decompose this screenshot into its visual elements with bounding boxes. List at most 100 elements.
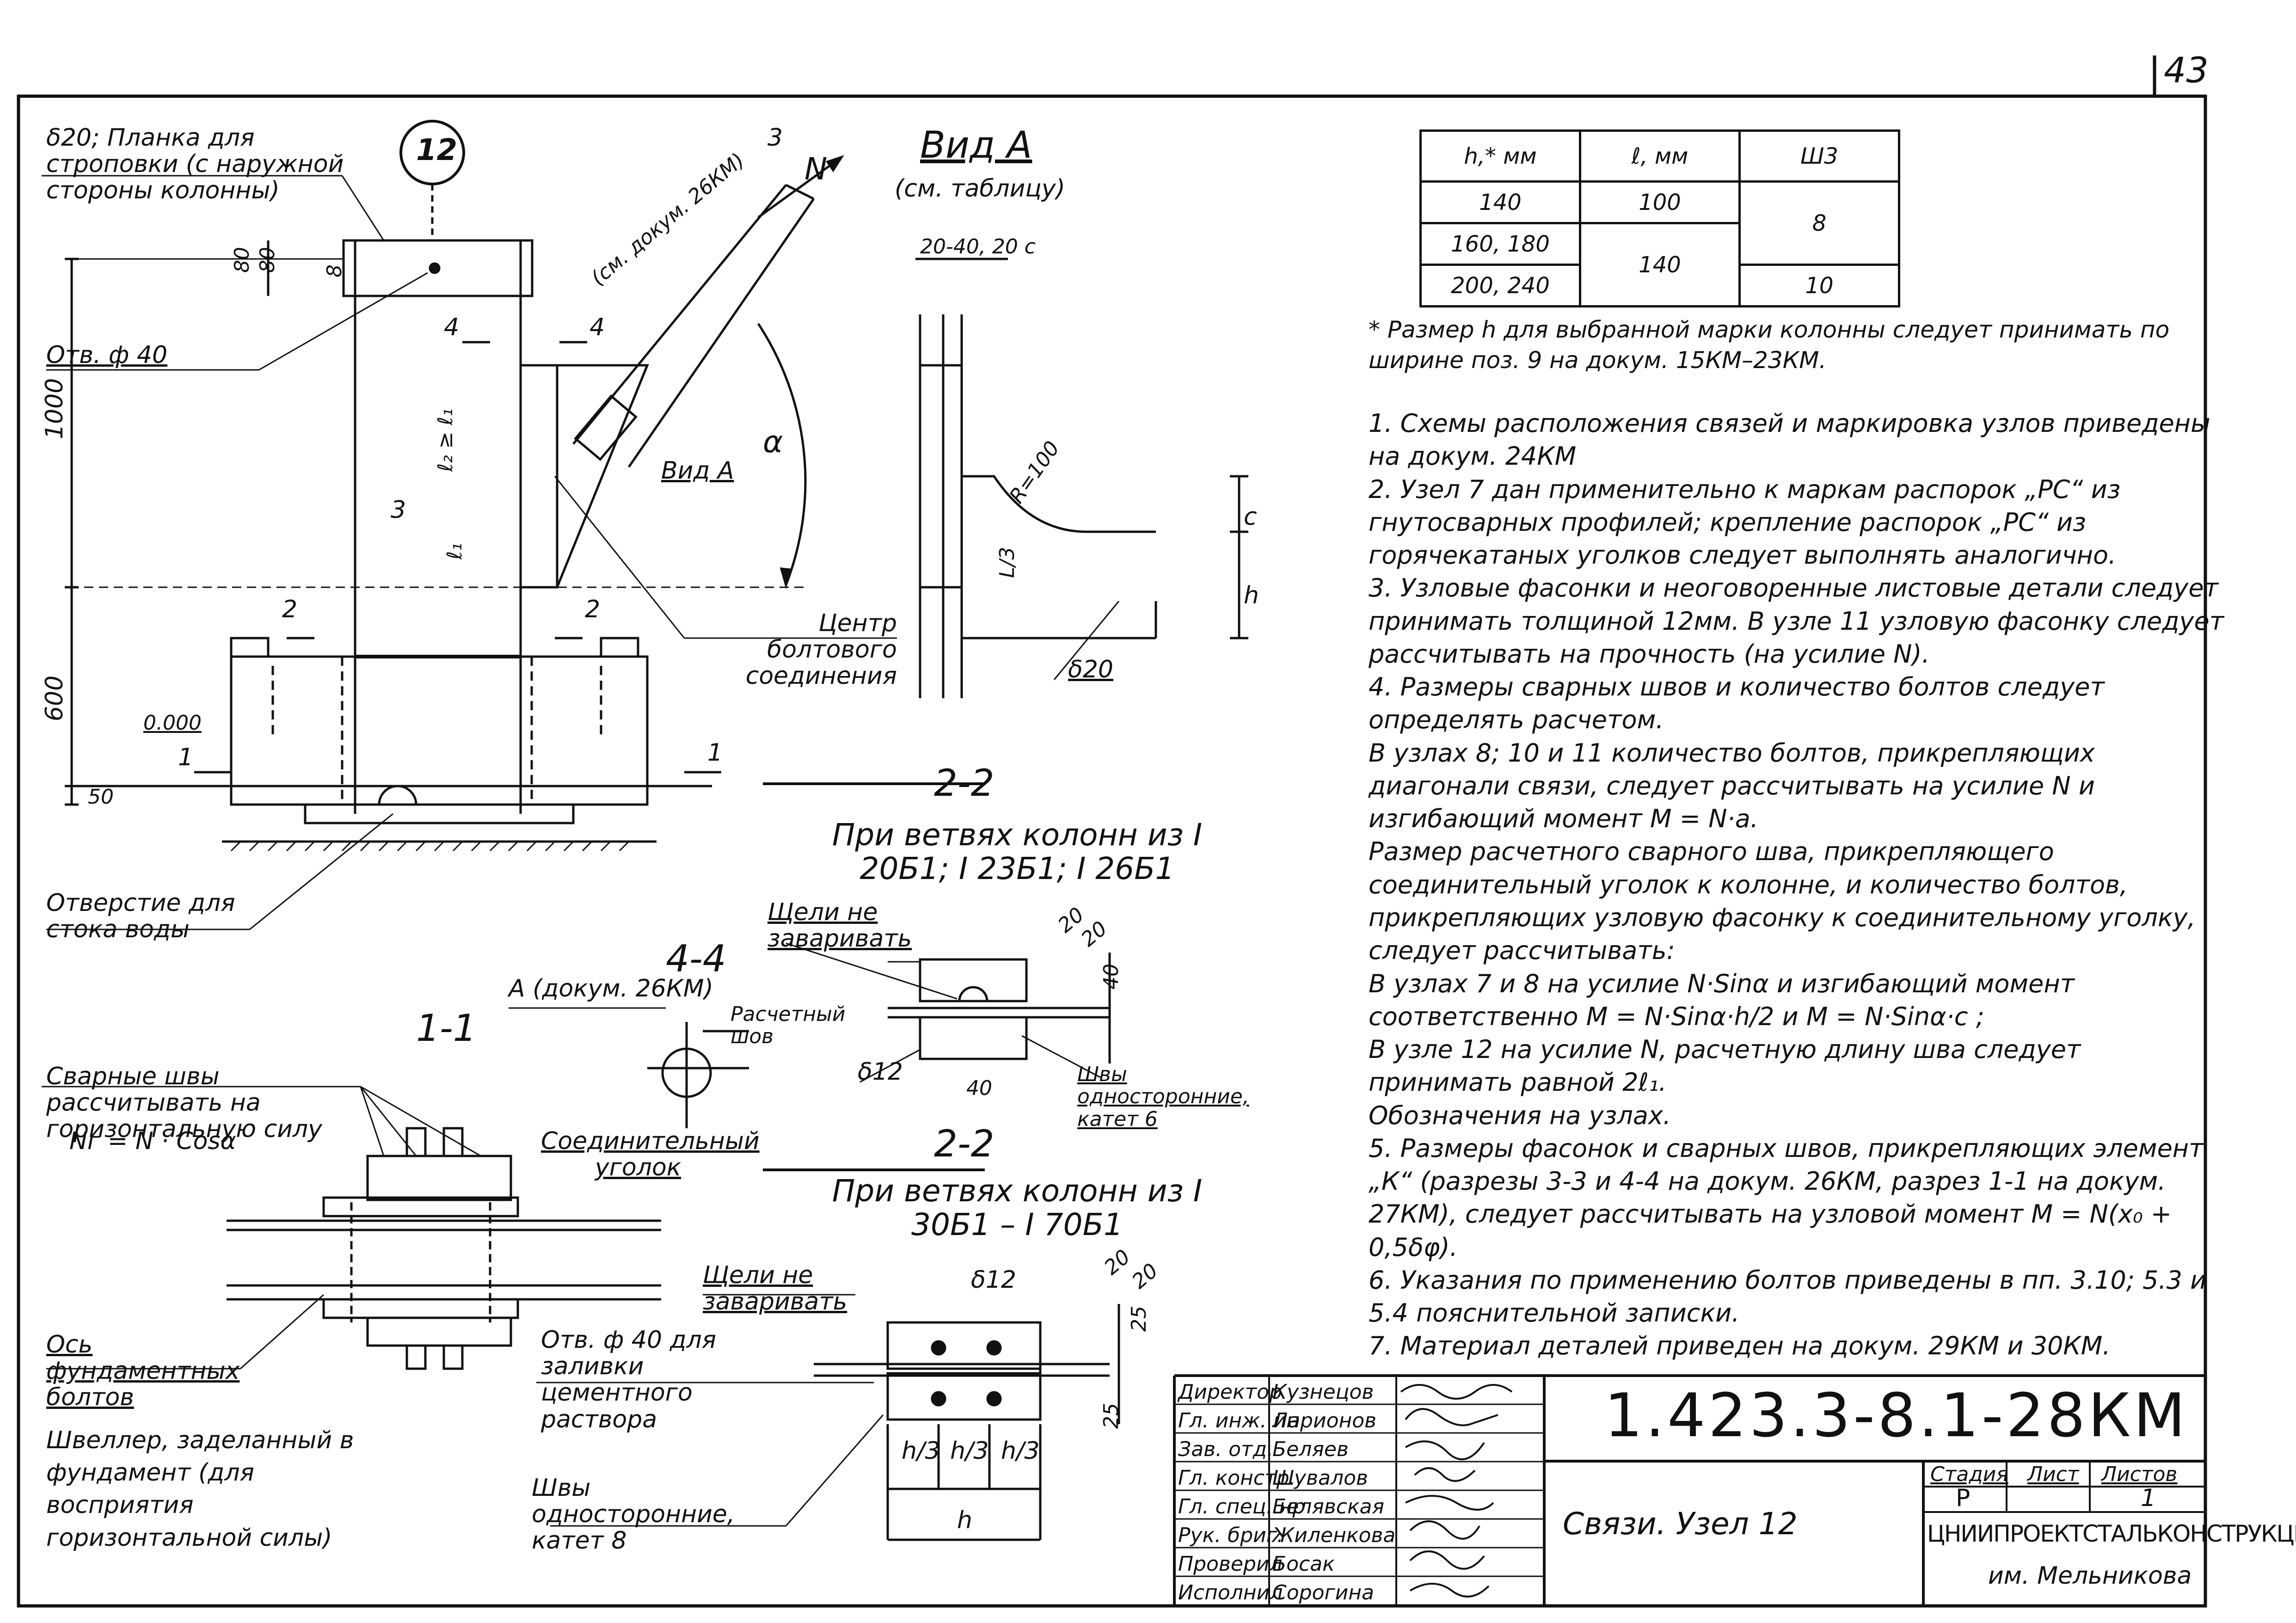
note-item: 6. Указания по применению болтов приведе… — [1369, 1265, 2207, 1328]
hole-label: Отв. ф 40 — [46, 341, 168, 369]
note-item: Размер расчетного сварного шва, прикрепл… — [1369, 837, 2196, 965]
dim-h3: h/3 — [1001, 1437, 1040, 1465]
organization-subtitle: им. Мельникова — [1988, 1562, 2192, 1590]
table-cell: 140 — [1419, 180, 1581, 224]
tb-name: Кузнецов — [1272, 1380, 1374, 1404]
section-4-4-weld: Расчетный шов — [731, 1002, 846, 1049]
bolt-center-label: Центр болтового соединения — [745, 609, 897, 690]
alpha-label: α — [763, 424, 783, 460]
section-4-right: 4 — [589, 314, 605, 341]
grout-hole-label: Отв. ф 40 для заливки цементного раствор… — [541, 1326, 717, 1433]
section-1-1-axis: Ось фундаментных болтов — [46, 1331, 240, 1412]
table-cell: 200, 240 — [1419, 264, 1581, 307]
page-number: 43 — [2164, 49, 2209, 91]
section-2-2-bottom-delta: δ12 — [971, 1266, 1016, 1294]
note-item: В узлах 8; 10 и 11 количество болтов, пр… — [1369, 738, 2095, 834]
tb-stage: Р — [1956, 1484, 1971, 1512]
note-item: Обозначения на узлах. — [1369, 1100, 1671, 1130]
view-a-dim-l3: L/3 — [995, 547, 1019, 578]
node-number: 12 — [416, 133, 458, 167]
tb-role: Проверил — [1178, 1552, 1283, 1576]
tb-role: Зав. отд. — [1178, 1438, 1274, 1461]
dim-50: 50 — [88, 785, 114, 809]
note-item: 1. Схемы расположения связей и маркировк… — [1369, 409, 2210, 471]
document-title: Связи. Узел 12 — [1563, 1506, 1798, 1542]
dim-40-bottom: 40 — [966, 1076, 992, 1100]
tb-role: Гл. констр. — [1178, 1466, 1296, 1490]
section-4-left: 4 — [444, 314, 460, 341]
section-2-2-top-caption: При ветвях колонн из I 20Б1; I 23Б1; I 2… — [832, 817, 1203, 886]
section-3-left: 3 — [391, 496, 406, 524]
dim-1000: 1000 — [41, 378, 68, 439]
table-cell: 8 — [1738, 180, 1900, 266]
table-header-sh3: Ш3 — [1738, 129, 1900, 183]
section-4-4-ref: А (докум. 26КМ) — [509, 975, 713, 1002]
tb-name: Жиленкова — [1272, 1524, 1396, 1547]
dim-40: 40 — [1099, 964, 1123, 990]
organization: ЦНИИПРОЕКТСТАЛЬКОНСТРУКЦИЯ — [1927, 1520, 2296, 1547]
section-2-2-bottom-title: 2-2 — [934, 1122, 995, 1165]
section-4-4-title: 4-4 — [666, 937, 726, 980]
section-2-2-top-welds: Швы односторонние, катет 6 — [1077, 1063, 1249, 1131]
level-mark: 0.000 — [143, 711, 202, 735]
section-1-1-channel: Швеллер, заделанный в фундамент (для вос… — [46, 1426, 354, 1552]
view-a-dim-c: c — [1244, 503, 1257, 531]
strap-label: δ20; Планка для строповки (с наружной ст… — [46, 124, 344, 205]
table-cell: 100 — [1579, 180, 1741, 224]
tb-name: Беляев — [1272, 1438, 1349, 1461]
note-item: 3. Узловые фасонки и неоговоренные листо… — [1369, 573, 2224, 669]
dim-80-a: 80 — [230, 247, 254, 273]
tb-name: Ларионов — [1272, 1409, 1377, 1432]
section-1-1-formula: Nг = N · Cosα — [69, 1127, 236, 1155]
section-2-2-bottom-slot: Щели не заваривать — [703, 1261, 847, 1316]
view-a-dim-top: 20-40, 20 c — [920, 235, 1036, 258]
view-a-subtitle: (см. таблицу) — [895, 175, 1065, 203]
dim-600: 600 — [41, 675, 68, 721]
section-2-2-top-delta: δ12 — [858, 1058, 903, 1086]
tb-name: Белявская — [1272, 1495, 1384, 1518]
view-a-ref: Вид А — [661, 457, 734, 485]
drain-hole-label: Отверстие для стока воды — [46, 889, 235, 944]
section-1-1-title: 1-1 — [416, 1007, 477, 1050]
tb-role: Директор — [1178, 1380, 1283, 1404]
dim-80-b: 80 — [256, 247, 279, 273]
force-n: N — [804, 151, 828, 187]
dim-8: 8 — [323, 264, 346, 277]
tb-sheets: 1 — [2141, 1484, 2156, 1512]
section-2-2-bottom-caption: При ветвях колонн из I 30Б1 – I 70Б1 — [832, 1173, 1203, 1242]
size-table: h,* мм ℓ, мм Ш3 140 100 8 160, 180 140 2… — [1419, 129, 1900, 307]
section-2-right: 2 — [585, 596, 601, 623]
note-item: В узле 12 на усилие N, расчетную длину ш… — [1369, 1035, 2081, 1097]
tb-name: Босак — [1272, 1552, 1335, 1576]
dim-25: 25 — [1127, 1306, 1151, 1332]
dim-h: h — [957, 1506, 972, 1534]
dim-h3: h/3 — [950, 1437, 989, 1465]
note-item: 7. Материал деталей приведен на докум. 2… — [1369, 1331, 2111, 1361]
view-a-dim-h: h — [1244, 582, 1259, 609]
table-cell: 10 — [1738, 264, 1900, 307]
table-cell: 140 — [1579, 222, 1741, 307]
view-a-delta: δ20 — [1068, 656, 1113, 683]
note-item: 5. Размеры фасонок и сварных швов, прикр… — [1369, 1133, 2204, 1262]
section-4-4-angle: Соединительный уголок — [541, 1127, 760, 1182]
section-3-right: 3 — [767, 124, 783, 152]
tb-role: Гл. спец. нр — [1178, 1495, 1306, 1518]
section-2-2-top-title: 2-2 — [934, 762, 995, 805]
tb-sheets-header: Листов — [2101, 1463, 2178, 1486]
general-notes: 1. Схемы расположения связей и маркировк… — [1369, 407, 2228, 1363]
tb-name: Сорогина — [1272, 1581, 1374, 1605]
section-2-2-bottom-welds: Швы односторонние, катет 8 — [532, 1474, 735, 1555]
tb-name: Шувалов — [1272, 1466, 1368, 1490]
tb-role: Рук. бриг. — [1178, 1524, 1283, 1547]
section-1-left: 1 — [178, 744, 194, 771]
note-item: В узлах 7 и 8 на усилие N·Sinα и изгибаю… — [1369, 969, 2075, 1031]
view-a-title: Вид А — [920, 123, 1032, 166]
table-header-l: ℓ, мм — [1579, 129, 1741, 183]
table-footnote: * Размер h для выбранной марки колонны с… — [1369, 316, 2170, 374]
tb-role: Исполнил — [1178, 1581, 1283, 1605]
table-cell: 160, 180 — [1419, 222, 1581, 266]
dim-25: 25 — [1099, 1403, 1123, 1429]
e1-label: ℓ₁ — [443, 543, 467, 559]
